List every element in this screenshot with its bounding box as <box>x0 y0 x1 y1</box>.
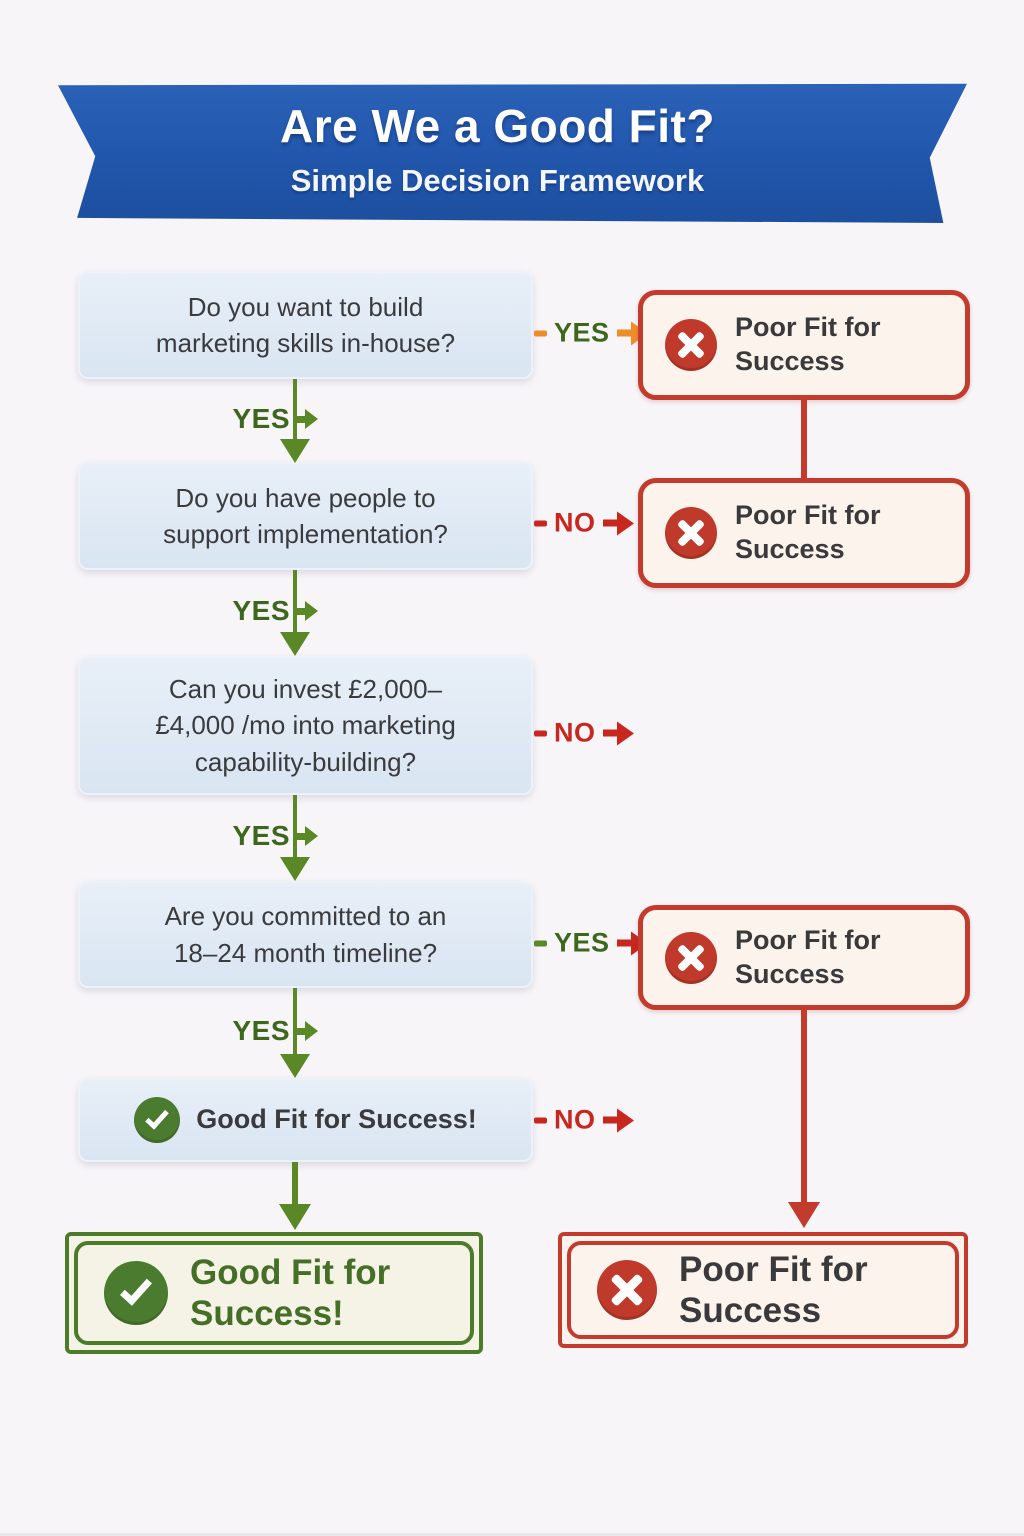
poor-fit-box-2: Poor Fit for Success <box>638 478 970 588</box>
poor-fit-label: Poor Fit for Success <box>735 312 881 376</box>
down-arrow-icon <box>280 632 310 656</box>
check-icon <box>134 1097 181 1143</box>
yes-label: YES <box>232 403 290 434</box>
question-box-2: Do you have people to support implementa… <box>78 462 533 570</box>
check-icon <box>104 1261 168 1325</box>
question-box-1: Do you want to build marketing skills in… <box>78 271 533 379</box>
connector-line-poorfit-3-final <box>801 1008 807 1204</box>
good-fit-inline-box: Good Fit for Success! <box>78 1078 533 1162</box>
connector-line-good-final <box>292 1162 298 1206</box>
down-connector-4: YES <box>232 988 318 1078</box>
good-fit-final-label: Good Fit for Success! <box>190 1252 391 1333</box>
branch-label: NO <box>554 507 596 538</box>
x-icon <box>597 1260 657 1320</box>
branch-q4-yes: YES <box>534 928 648 959</box>
down-arrow-icon <box>280 857 310 881</box>
poor-fit-box-1: Poor Fit for Success <box>638 290 970 400</box>
right-arrow-icon <box>602 721 634 745</box>
bottom-edge-divider <box>0 1533 1024 1536</box>
branch-label: YES <box>554 317 610 348</box>
right-arrow-icon <box>602 511 634 535</box>
dash-icon <box>534 330 547 336</box>
page-title: Are We a Good Fit? <box>280 99 715 152</box>
x-icon <box>665 319 717 371</box>
dash-icon <box>534 520 547 526</box>
dash-icon <box>534 940 547 946</box>
title-banner: Are We a Good Fit? Simple Decision Frame… <box>58 83 967 223</box>
poor-fit-final-label: Poor Fit for Success <box>679 1249 868 1330</box>
yes-label: YES <box>232 595 290 626</box>
branch-label: NO <box>554 717 596 748</box>
down-arrow-icon <box>280 1054 310 1078</box>
question-box-3: Can you invest £2,000– £4,000 /mo into m… <box>78 656 533 795</box>
down-connector-3: YES <box>232 795 318 881</box>
right-arrow-icon <box>293 1021 318 1041</box>
dash-icon <box>534 1117 547 1123</box>
poor-fit-label: Poor Fit for Success <box>735 924 881 989</box>
branch-q5-no: NO <box>534 1105 634 1136</box>
good-fit-final-box: Good Fit for Success! <box>65 1232 483 1354</box>
branch-q2-no: NO <box>534 508 634 539</box>
right-arrow-icon <box>602 1108 634 1132</box>
question-text-1: Do you want to build marketing skills in… <box>155 291 456 358</box>
down-arrow-icon <box>279 1204 311 1230</box>
question-text-2: Do you have people to support implementa… <box>163 482 448 549</box>
branch-label: YES <box>554 927 610 958</box>
right-arrow-icon <box>293 601 318 621</box>
poor-fit-label: Poor Fit for Success <box>735 500 881 564</box>
right-arrow-icon <box>293 409 318 429</box>
down-arrow-icon <box>788 1202 820 1228</box>
down-arrow-icon <box>280 439 310 463</box>
down-connector-1: YES <box>232 379 318 463</box>
question-text-4: Are you committed to an 18–24 month time… <box>164 901 447 968</box>
question-box-4: Are you committed to an 18–24 month time… <box>78 881 533 988</box>
branch-q1-yes: YES <box>534 318 648 349</box>
yes-label: YES <box>232 820 290 851</box>
page-subtitle: Simple Decision Framework <box>290 162 705 198</box>
dash-icon <box>534 730 547 736</box>
down-connector-2: YES <box>232 570 318 656</box>
right-arrow-icon <box>293 826 318 846</box>
good-fit-inline-label: Good Fit for Success! <box>196 1104 477 1135</box>
question-text-3: Can you invest £2,000– £4,000 /mo into m… <box>155 673 456 777</box>
x-icon <box>665 507 717 559</box>
poor-fit-box-3: Poor Fit for Success <box>638 905 970 1010</box>
connector-line-poorfit-1-2 <box>801 398 807 480</box>
yes-label: YES <box>232 1015 290 1046</box>
branch-label: NO <box>554 1104 596 1135</box>
poor-fit-final-box: Poor Fit for Success <box>558 1232 968 1348</box>
branch-q3-no: NO <box>534 718 634 749</box>
x-icon <box>665 931 717 984</box>
